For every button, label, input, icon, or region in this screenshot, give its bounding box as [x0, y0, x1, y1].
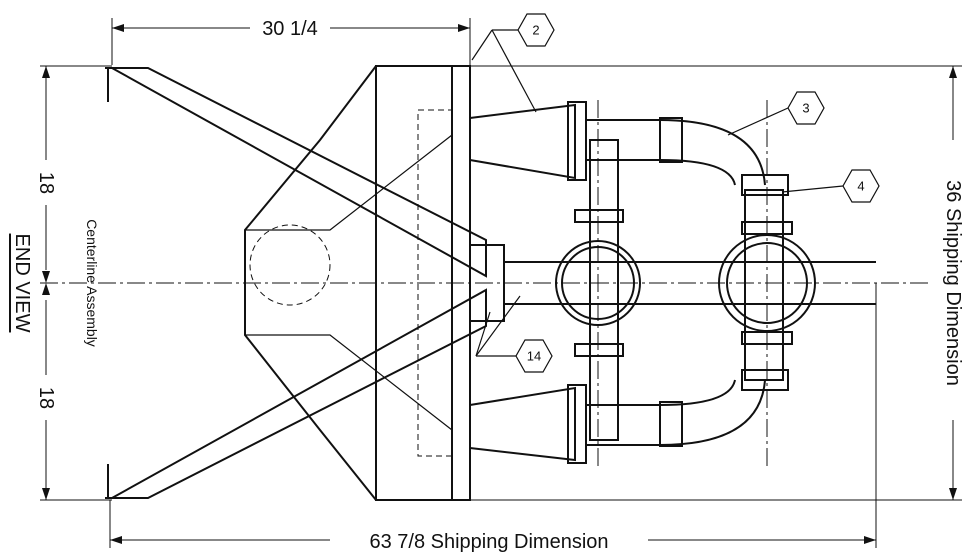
end-view-label: END VIEW	[11, 234, 33, 333]
callout-14-text: 14	[527, 349, 541, 364]
dimension-right-height: 36 Shipping Dimension	[942, 180, 964, 386]
dimension-bottom-width: 63 7/8 Shipping Dimension	[369, 531, 608, 553]
callout-3-text: 3	[802, 101, 809, 116]
callout-14: 14	[515, 339, 553, 373]
callout-4: 4	[842, 169, 880, 203]
callout-3: 3	[787, 91, 825, 125]
dimension-left-upper: 18	[35, 172, 57, 194]
callout-2-text: 2	[532, 23, 539, 38]
centerline-assembly-label: Centerline Assembly	[84, 219, 100, 347]
callout-2: 2	[517, 13, 555, 47]
dimension-lines	[40, 18, 962, 548]
dimension-left-lower: 18	[35, 387, 57, 409]
manifold-assembly	[469, 101, 876, 464]
dimension-top-width: 30 1/4	[262, 18, 318, 40]
callout-4-text: 4	[857, 179, 864, 194]
callout-leaders	[471, 29, 844, 357]
